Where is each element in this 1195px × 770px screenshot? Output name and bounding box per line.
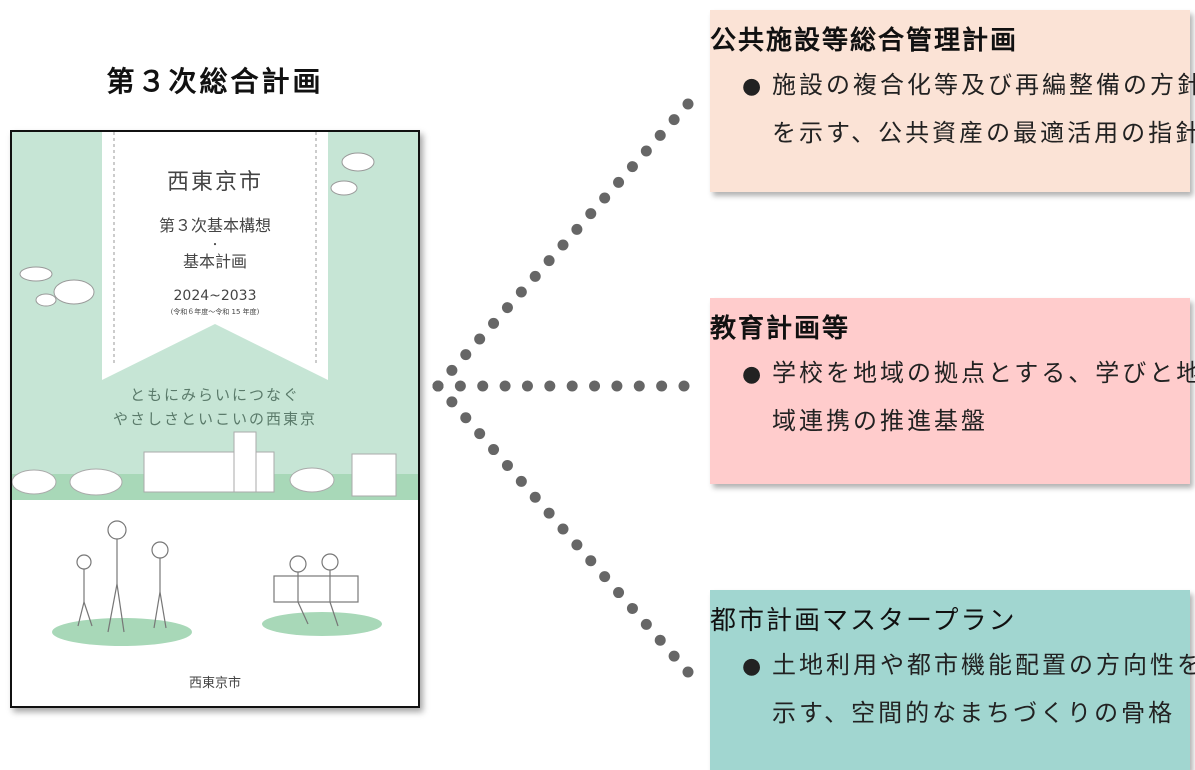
connector-dot (460, 412, 472, 424)
connector-dot (566, 380, 578, 392)
connector-dot (432, 380, 444, 392)
cover-illustration (12, 132, 418, 706)
connector-dot (557, 523, 569, 535)
connector-dot (589, 380, 601, 392)
cover-plan-line1: 第３次基本構想 (158, 216, 271, 235)
connector-dot (501, 302, 513, 314)
cover-years: 2024~2033 (173, 288, 257, 304)
connector-dot (585, 555, 597, 567)
connector-dot (633, 380, 645, 392)
cover-separator: ・ (210, 240, 220, 251)
connector-dot (678, 380, 690, 392)
description-text: 土地利用や都市機能配置の方向性を示す、空間的なまちづくりの骨格 (772, 651, 1195, 727)
connector-dot (611, 380, 623, 392)
connector-dot (585, 208, 597, 220)
connector-dot (432, 380, 444, 392)
connector-dot (474, 428, 486, 440)
connector-dot (432, 380, 444, 392)
related-plan-description: ● 施設の複合化等及び再編整備の方針を示す、公共資産の最適活用の指針 (742, 62, 1195, 156)
bullet-icon: ● (742, 654, 765, 679)
connector-dot (668, 650, 680, 662)
connector-dot (460, 349, 472, 361)
connector-dot (515, 286, 527, 298)
connector-dot (654, 129, 666, 141)
connector-dot (640, 145, 652, 157)
connector-dot (499, 380, 511, 392)
description-text: 施設の複合化等及び再編整備の方針を示す、公共資産の最適活用の指針 (772, 71, 1195, 147)
connector-dot (446, 364, 458, 376)
connector-dot (613, 587, 625, 599)
connector-dot (626, 602, 638, 614)
related-plan-box-education: 教育計画等 ● 学校を地域の拠点とする、学びと地域連携の推進基盤 (710, 298, 1195, 484)
connector-dot (626, 161, 638, 173)
related-plan-description: ● 土地利用や都市機能配置の方向性を示す、空間的なまちづくりの骨格 (742, 642, 1195, 736)
related-plan-description: ● 学校を地域の拠点とする、学びと地域連携の推進基盤 (742, 350, 1195, 444)
connector-dot (571, 539, 583, 551)
cover-slogan-line1: ともにみらいにつなぐ (129, 386, 300, 404)
connector-dot (640, 618, 652, 630)
connector-dot (501, 459, 513, 471)
connector-dot (488, 444, 500, 456)
connector-dot (613, 176, 625, 188)
connector-dot (599, 571, 611, 583)
connector-dot (529, 491, 541, 503)
connector-dot (654, 634, 666, 646)
connector-dot (571, 223, 583, 235)
connector-dot (477, 380, 489, 392)
cover-plan-line2: 基本計画 (182, 252, 247, 271)
connector-dot (488, 317, 500, 329)
connector-dot (529, 270, 541, 282)
related-plan-title: 都市計画マスタープラン (710, 606, 1017, 636)
bullet-icon: ● (742, 362, 765, 387)
connector-dot (682, 666, 694, 678)
connector-dot (668, 114, 680, 126)
ribbon-banner (102, 132, 328, 380)
connector-dot (446, 396, 458, 408)
connector-dot (521, 380, 533, 392)
connector-dot (682, 98, 694, 110)
connector-dot (599, 192, 611, 204)
related-plan-title: 教育計画等 (710, 314, 851, 344)
related-plan-title: 公共施設等総合管理計画 (710, 26, 1019, 56)
plan-heading: 第３次総合計画 (106, 65, 324, 98)
connector-dot (543, 507, 555, 519)
plan-cover: 西東京市 第３次基本構想 ・ 基本計画 2024~2033 (令和６年度～令和 … (10, 130, 420, 708)
cover-publisher: 西東京市 (188, 676, 241, 691)
related-plan-box-facilities: 公共施設等総合管理計画 ● 施設の複合化等及び再編整備の方針を示す、公共資産の最適… (710, 10, 1195, 192)
connector-dot (656, 380, 668, 392)
bullet-icon: ● (742, 74, 765, 99)
related-plan-box-urban: 都市計画マスタープラン ● 土地利用や都市機能配置の方向性を示す、空間的なまちづく… (710, 590, 1195, 770)
description-text: 学校を地域の拠点とする、学びと地域連携の推進基盤 (772, 359, 1195, 435)
connector-dot (474, 333, 486, 345)
connector-dot (543, 255, 555, 267)
cover-slogan-line2: やさしさといこいの西東京 (112, 410, 317, 428)
connector-dot (557, 239, 569, 251)
connector-dot (454, 380, 466, 392)
cover-years-jp: (令和６年度～令和 15 年度) (170, 308, 260, 316)
cover-city: 西東京市 (166, 170, 263, 195)
connector-dot (515, 475, 527, 487)
connector-dot (544, 380, 556, 392)
